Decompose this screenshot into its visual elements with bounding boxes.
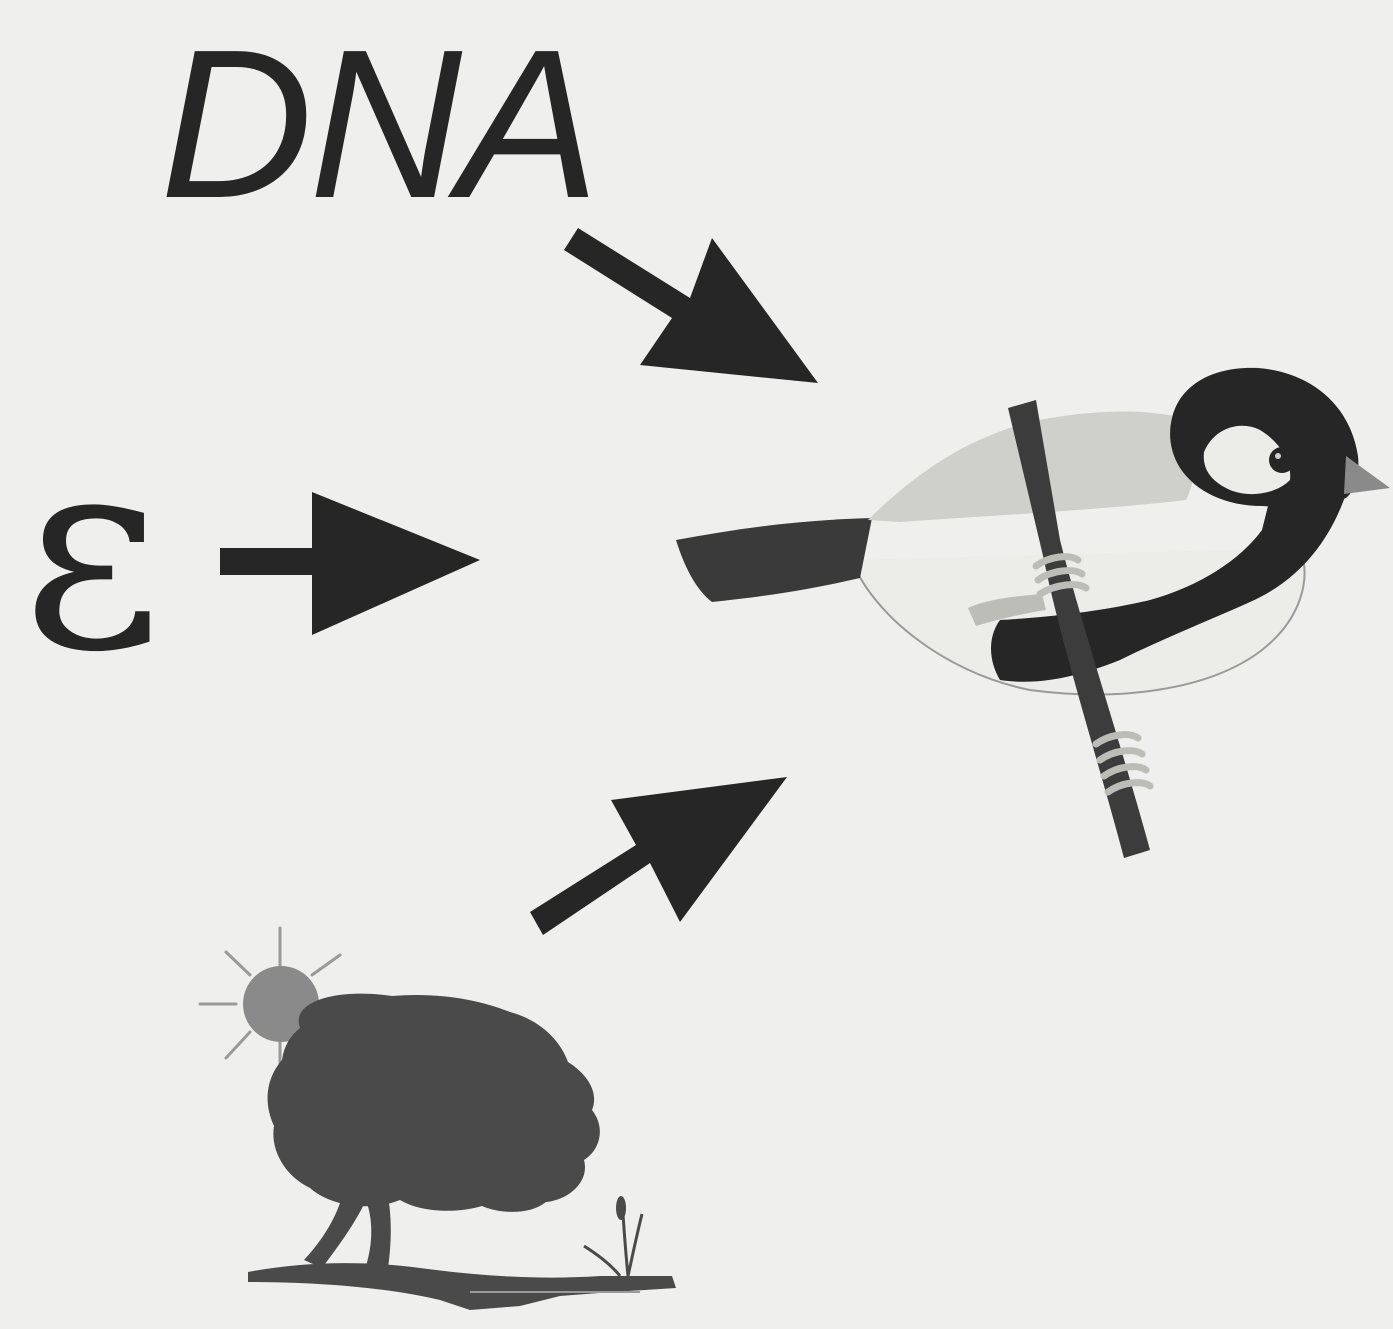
arrow-down-right-icon bbox=[564, 228, 818, 383]
tree-with-sun-icon bbox=[200, 928, 676, 1310]
arrow-up-right-icon bbox=[530, 777, 787, 935]
arrow-right-icon bbox=[220, 492, 480, 635]
bird-on-branch-icon bbox=[676, 368, 1390, 858]
